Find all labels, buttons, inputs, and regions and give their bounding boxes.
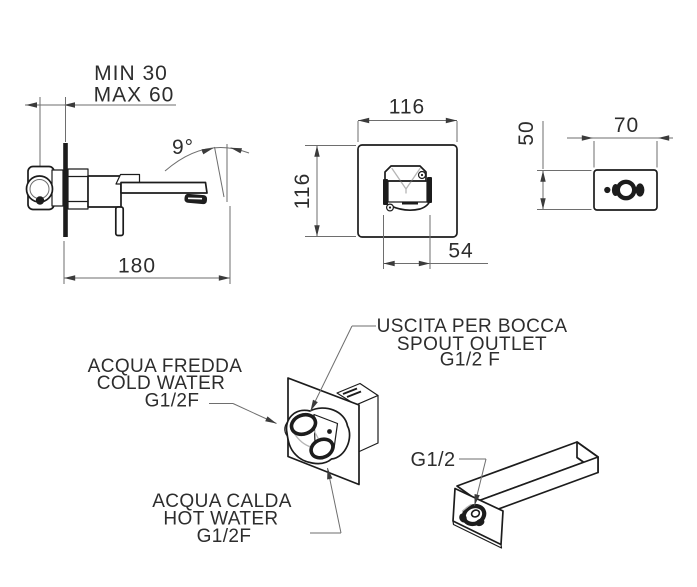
label-hot-water: ACQUA CALDA HOT WATER G1/2F <box>152 491 292 547</box>
spout-iso-view: G1/2 <box>411 441 599 549</box>
dim-plate-height: 116 <box>291 145 356 237</box>
dim-plate-width: 116 <box>357 96 458 142</box>
dim-angle: 9° <box>164 136 250 202</box>
label-cold-thread: G1/2F <box>145 391 200 412</box>
dim-spout-thread: G1/2 <box>411 449 487 506</box>
spout-bar-iso <box>456 441 599 518</box>
cover-plate-front <box>357 144 458 238</box>
dim-length: 180 <box>63 206 231 284</box>
aerator <box>184 193 208 205</box>
label-spout-outlet: USCITA PER BOCCA SPOUT OUTLET G1/2 F <box>377 316 568 371</box>
dim-plate-width-label: 116 <box>389 96 425 119</box>
plate-view: 70 50 <box>515 114 673 211</box>
dim-depth-lines <box>25 97 176 176</box>
valve-body-iso <box>284 407 351 465</box>
mixer-front-parts <box>67 168 141 237</box>
label-spout-outlet-thread: G1/2 F <box>440 350 500 371</box>
dim-inner-width-label: 54 <box>448 240 473 263</box>
label-hot-it: ACQUA CALDA <box>152 491 292 512</box>
mixer-mechanism-front <box>383 165 432 212</box>
facet-screw <box>327 429 332 434</box>
dim-length-label: 180 <box>118 255 156 278</box>
escutcheon <box>87 175 122 208</box>
cold-inlet-port <box>289 412 318 437</box>
dim-depth-min-label: MIN 30 <box>94 62 168 85</box>
side-view: MIN 30 MAX 60 <box>25 62 250 284</box>
label-cold-it: ACQUA FREDDA <box>88 356 243 377</box>
front-view: 116 116 54 <box>291 96 488 269</box>
label-spout-outlet-en: SPOUT OUTLET <box>397 334 547 355</box>
label-spout-thread: G1/2 <box>411 449 456 471</box>
dim-plate50-height: 50 <box>515 120 592 210</box>
label-cold-water: ACQUA FREDDA COLD WATER G1/2F <box>88 356 243 412</box>
spout-fitting-front <box>604 179 645 201</box>
leader-lines <box>209 325 376 534</box>
dim-depth-max-label: MAX 60 <box>94 84 175 107</box>
dim-plate50-height-label: 50 <box>515 120 538 145</box>
label-spout-outlet-it: USCITA PER BOCCA <box>377 316 568 337</box>
dim-plate70-width: 70 <box>567 114 673 168</box>
handle-lever <box>114 206 125 237</box>
dim-inner-width: 54 <box>383 215 488 269</box>
dim-plate-height-label: 116 <box>291 173 314 209</box>
wall-line <box>63 143 68 237</box>
cartridge-screw <box>35 196 45 205</box>
label-hot-thread: G1/2F <box>197 526 252 547</box>
valve-body-side <box>25 165 64 211</box>
dim-angle-label: 9° <box>172 136 194 159</box>
dim-plate70-width-label: 70 <box>614 114 639 137</box>
spout-tube <box>120 181 208 194</box>
valve-iso-view: USCITA PER BOCCA SPOUT OUTLET G1/2 F ACQ… <box>88 316 568 547</box>
label-hot-en: HOT WATER <box>163 509 278 530</box>
label-cold-en: COLD WATER <box>97 373 226 394</box>
spout-thread-fitting <box>459 503 487 527</box>
hot-inlet-port <box>309 437 335 460</box>
